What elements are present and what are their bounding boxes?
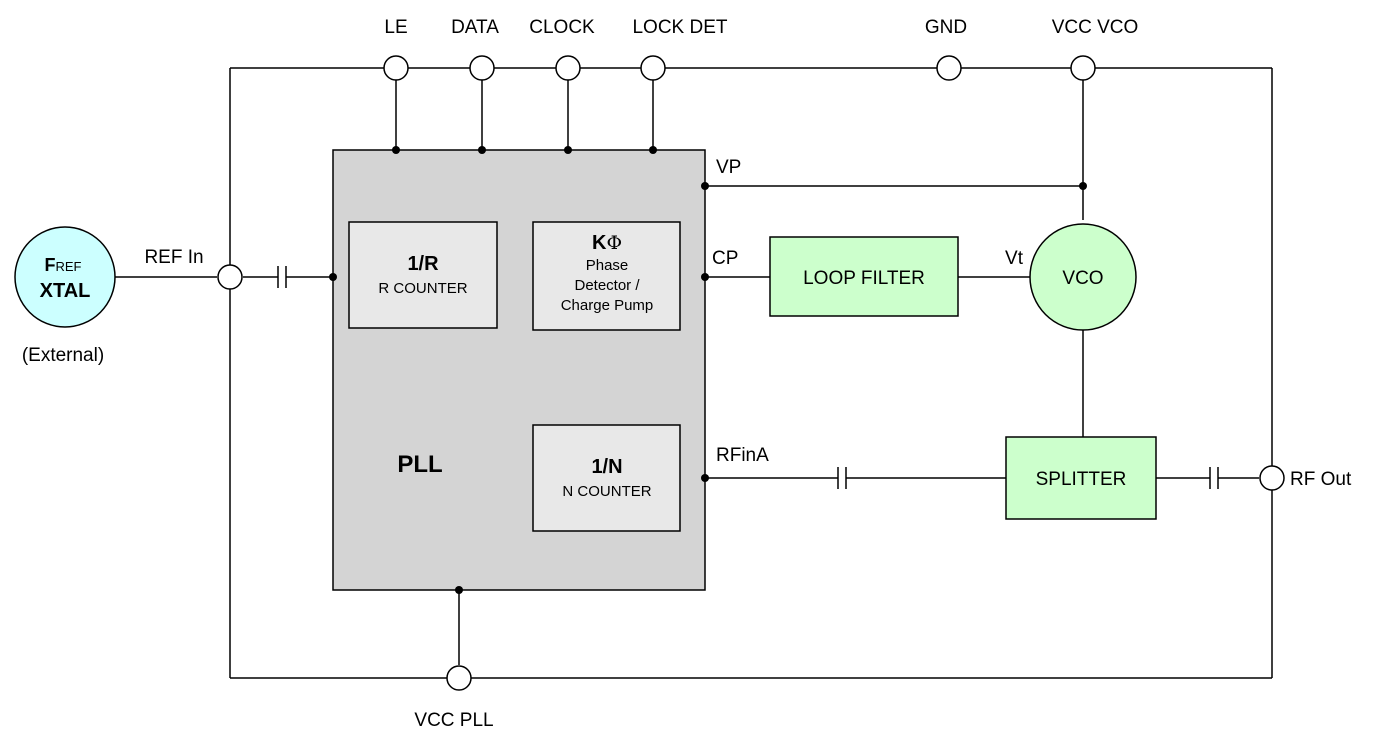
splitter-block [1005,436,1157,520]
le-label: LE [384,17,407,38]
vcc-pll-junction [455,586,463,594]
r-counter-title: 1/R [407,253,439,275]
gnd-label: GND [925,17,967,38]
pll-label: PLL [397,451,442,478]
xtal-label: XTAL [40,280,91,302]
splitter-label: SPLITTER [1036,469,1127,490]
rf-out-label: RF Out [1290,469,1352,490]
kphi-symbol: KΦ [592,232,622,254]
loop-filter-block [769,236,959,317]
lock-det-pin [640,55,666,81]
n-counter-title: 1/N [591,456,622,478]
clock-label: CLOCK [529,17,595,38]
vcc-vco-junction [1079,182,1087,190]
vcc-pll-label: VCC PLL [414,710,493,731]
n-counter-sub: N COUNTER [562,483,651,500]
rfina-junction [701,474,709,482]
le-junction [392,146,400,154]
kphi-k: K [592,232,607,254]
ref-in-junction [329,273,337,281]
n-counter-block [532,424,681,532]
cp-junction [701,273,709,281]
phase-detector-line-3: Charge Pump [561,297,654,314]
phase-detector-block [532,221,681,331]
data-pin [469,55,495,81]
vco-block [1029,223,1137,331]
rfina-label: RFinA [716,445,769,466]
kphi-phi: Φ [606,232,622,254]
lock-det-junction [649,146,657,154]
lock-det-label: LOCK DET [632,17,727,38]
ref-in-label: REF In [144,247,203,268]
r-counter-block [348,221,498,329]
data-label: DATA [451,17,499,38]
rf-out-pin [1259,465,1285,491]
vco-label: VCO [1062,268,1103,289]
xtal-f: F [45,255,56,275]
cp-label: CP [712,248,738,269]
vcc-vco-pin [1070,55,1096,81]
r-counter-sub: R COUNTER [378,280,467,297]
loop-filter-label: LOOP FILTER [803,268,925,289]
phase-detector-line-1: Phase [586,257,629,274]
vt-label: Vt [1005,248,1024,269]
vcc-vco-label: VCC VCO [1052,17,1139,38]
wiring [114,67,1273,679]
data-junction [478,146,486,154]
gnd-pin [936,55,962,81]
ref-in-pin [217,264,243,290]
vcc-pll-pin [446,665,472,691]
xtal-external-label: (External) [22,345,104,366]
xtal-ref-sub: REF [56,259,82,274]
xtal-fref: FREF [45,255,82,275]
xtal-reference-circle [14,226,116,328]
phase-detector-line-2: Detector / [574,277,640,294]
clock-pin [555,55,581,81]
vp-junction [701,182,709,190]
le-pin [383,55,409,81]
clock-junction [564,146,572,154]
vp-label: VP [716,157,741,178]
